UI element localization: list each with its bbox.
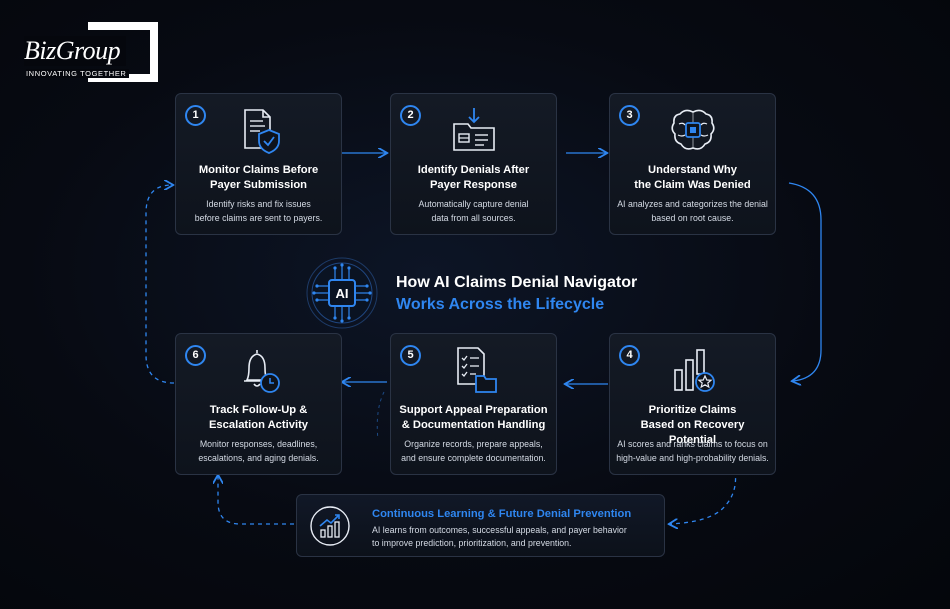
step-number-badge: 5 <box>400 345 421 366</box>
step-number-badge: 3 <box>619 105 640 126</box>
title-line-2: Works Across the Lifecycle <box>396 296 605 313</box>
arrow-4-to-learning <box>670 469 737 524</box>
checklist-folder-icon <box>456 347 497 393</box>
step-card-6: 6 Track Follow-Up &Escalation Activity M… <box>175 333 342 475</box>
step-number-badge: 2 <box>400 105 421 126</box>
step-title: Track Follow-Up &Escalation Activity <box>208 404 309 431</box>
logo-frame <box>88 22 158 82</box>
step-number-badge: 4 <box>619 345 640 366</box>
step-number-badge: 1 <box>185 105 206 126</box>
folder-inbox-icon <box>452 108 495 151</box>
ai-chip-icon: AI <box>306 257 378 329</box>
trend-chart-icon <box>310 506 350 546</box>
faint-arc <box>376 391 385 441</box>
step-description: Monitor responses, deadlines,escalations… <box>198 439 319 463</box>
step-card-5: 5 Support Appeal Preparation& Documentat… <box>390 333 557 475</box>
bar-chart-star-icon <box>673 349 715 392</box>
ai-chip-label: AI <box>336 286 349 301</box>
bell-clock-icon <box>243 350 280 393</box>
step-description: Organize records, prepare appeals,and en… <box>401 439 546 463</box>
arrow-6-to-1 <box>145 185 174 384</box>
continuous-learning-card: Continuous Learning & Future Denial Prev… <box>296 494 665 557</box>
diagram-title: How AI Claims Denial Navigator Works Acr… <box>396 272 637 316</box>
logo-tagline: INNOVATING TOGETHER <box>26 69 130 78</box>
brain-chip-icon <box>670 109 715 150</box>
arrow-learning-to-6 <box>218 476 294 525</box>
logo-wordmark: BizGroup <box>24 36 127 66</box>
step-number-badge: 6 <box>185 345 206 366</box>
arrow-3-to-4 <box>788 182 822 381</box>
bizgroup-logo: BizGroup INNOVATING TOGETHER <box>24 22 158 84</box>
step-title: Support Appeal Preparation& Documentatio… <box>399 404 548 431</box>
learning-title: Continuous Learning & Future Denial Prev… <box>372 508 632 520</box>
title-line-1: How AI Claims Denial Navigator <box>396 274 638 291</box>
learning-description: AI learns from outcomes, successful appe… <box>372 525 627 548</box>
document-shield-icon <box>243 109 280 154</box>
